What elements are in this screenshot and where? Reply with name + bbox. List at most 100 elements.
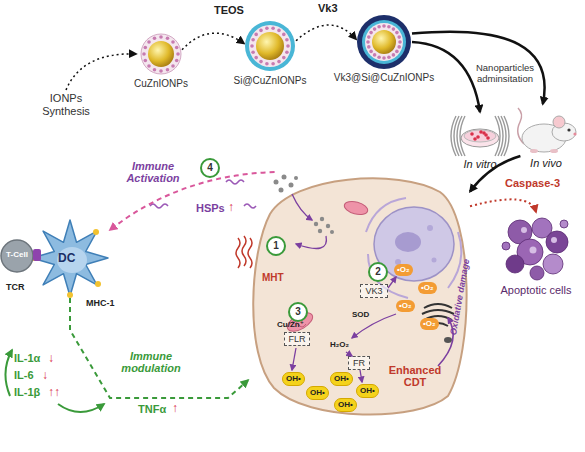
decor-circle xyxy=(357,15,411,69)
decor-circle xyxy=(377,25,381,29)
node-label: Vk3@Si@CuZnIONPs xyxy=(316,72,452,84)
decor-circle xyxy=(573,132,576,135)
cytokine-label: IL-6 xyxy=(14,369,34,382)
decor-circle xyxy=(470,132,474,136)
decor-circle xyxy=(286,44,290,48)
connector xyxy=(70,298,248,398)
decor-circle xyxy=(546,231,568,253)
decor-circle xyxy=(265,62,269,66)
trend-arrow: ↑ xyxy=(228,200,234,214)
node-label: Si@CuZnIONPs xyxy=(204,75,336,87)
decor-circle xyxy=(245,21,295,71)
decor-path xyxy=(248,238,252,268)
decor-circle xyxy=(254,33,258,37)
nanoparticle-shape xyxy=(356,14,412,70)
node-label: VK3 xyxy=(361,285,387,297)
decor-path xyxy=(253,178,466,414)
nanoparticle: Si@CuZnIONPs xyxy=(244,20,296,72)
decor-circle xyxy=(175,46,179,50)
decor-circle xyxy=(484,133,488,137)
edge-label: Vk3 xyxy=(318,2,338,15)
edge-label: Caspase-3 xyxy=(505,177,560,190)
apoptotic-cluster-shape xyxy=(500,212,572,282)
decor-polygon xyxy=(32,220,108,296)
decor-circle xyxy=(282,33,286,37)
decor-circle xyxy=(427,225,433,231)
radical-badge: •O₂ xyxy=(420,318,439,330)
callout-number: 4 xyxy=(200,158,220,178)
connector xyxy=(412,32,545,104)
decor-circle xyxy=(382,56,386,60)
connector xyxy=(182,33,244,50)
node-label: In vitro xyxy=(440,158,520,171)
node-label: Enhanced CDT xyxy=(380,364,450,388)
cytokine-cycle-arrow xyxy=(58,404,104,412)
node-label: CuZnIONPs xyxy=(100,78,222,90)
decor-circle xyxy=(171,40,175,44)
decor-circle xyxy=(277,29,281,33)
decor-circle xyxy=(395,31,399,35)
decor-circle xyxy=(259,29,263,33)
radical-badge: OH• xyxy=(330,372,353,386)
annotation: SOD xyxy=(352,310,369,320)
decor-circle xyxy=(148,41,174,67)
decor-circle xyxy=(397,45,401,49)
decor-path xyxy=(150,204,168,208)
decor-ellipse xyxy=(530,149,538,153)
annotation: Immune Activation xyxy=(120,160,186,184)
decor-circle xyxy=(373,53,377,57)
decor-circle xyxy=(277,60,281,64)
decor-circle xyxy=(159,35,163,39)
decor-circle xyxy=(365,23,403,61)
decor-circle xyxy=(367,45,371,49)
decor-circle xyxy=(502,242,510,250)
mouse-icon-shape xyxy=(514,104,578,156)
trend-arrow: ↑ xyxy=(172,401,178,415)
decor-ellipse xyxy=(444,337,452,343)
connector xyxy=(470,199,536,212)
decor-circle xyxy=(249,25,291,67)
decor-circle xyxy=(473,137,477,141)
radical-badge: •O₂ xyxy=(396,300,415,312)
decor-circle xyxy=(176,52,180,56)
decor-circle xyxy=(369,31,373,35)
petri-dish: In vitro xyxy=(450,112,510,156)
decor-circle xyxy=(141,34,181,74)
apoptotic-cluster: Apoptotic cells xyxy=(500,212,572,282)
radical-badge: •O₂ xyxy=(394,264,413,276)
decor-circle xyxy=(382,24,386,28)
nanoparticle-shape xyxy=(244,20,296,72)
decor-circle xyxy=(153,37,157,41)
decor-circle xyxy=(530,247,537,254)
cytokine-label: IL-1β xyxy=(14,386,40,399)
decor-circle xyxy=(395,50,399,54)
decor-path xyxy=(242,236,246,266)
decor-circle xyxy=(251,38,255,42)
decor-circle xyxy=(387,25,391,29)
decor-circle xyxy=(175,59,179,63)
decor-circle xyxy=(250,44,254,48)
decor-circle xyxy=(506,255,524,273)
decor-circle xyxy=(392,53,396,57)
decor-circle xyxy=(159,69,163,73)
radical-badge: OH• xyxy=(334,398,357,412)
process-box: FLR xyxy=(284,332,310,346)
decor-circle xyxy=(479,130,483,134)
node-label: DC xyxy=(58,251,75,265)
annotation: MHT xyxy=(262,272,284,284)
decor-circle xyxy=(560,220,568,228)
annotation: TCR xyxy=(6,282,25,293)
node-label: FR xyxy=(349,357,369,369)
decor-circle xyxy=(367,35,371,39)
decor-path xyxy=(236,238,240,268)
annotation: HSPs xyxy=(196,202,225,215)
decor-circle xyxy=(279,188,284,193)
decor-path xyxy=(366,198,461,298)
decor-ellipse xyxy=(57,247,87,273)
decor-circle xyxy=(397,35,401,39)
decor-path xyxy=(226,180,244,184)
decor-circle xyxy=(567,128,570,131)
process-box: FR xyxy=(348,356,370,370)
decor-circle xyxy=(373,27,377,31)
decor-circle xyxy=(67,292,73,298)
